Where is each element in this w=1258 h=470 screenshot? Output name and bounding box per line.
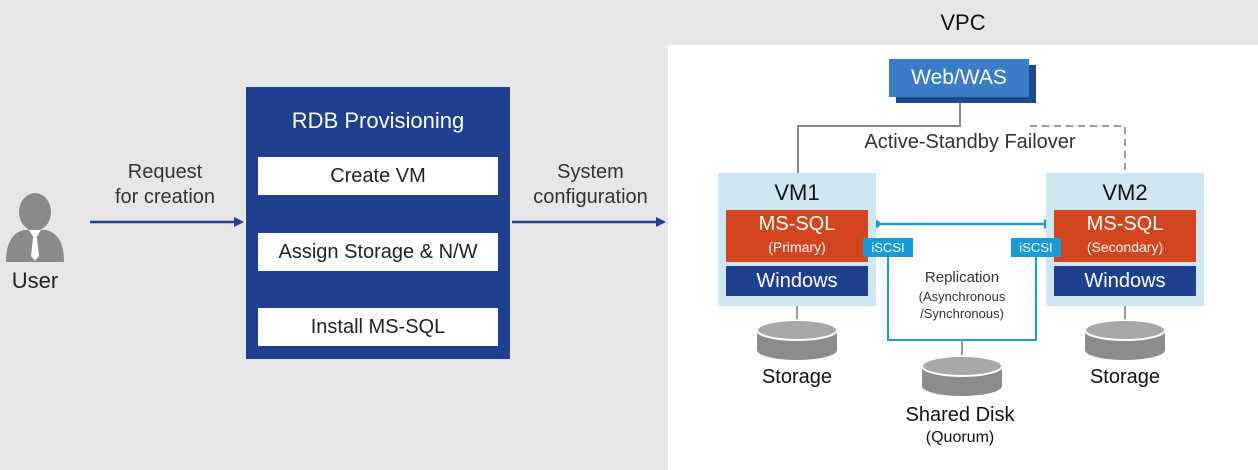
vpc-title: VPC [940, 10, 986, 35]
standby-link [1030, 125, 1126, 173]
storage-disk-vm1 [756, 319, 838, 360]
rdb-title: RDB Provisioning [291, 108, 465, 133]
vm2-mssql-box: MS-SQL (Secondary) [1054, 210, 1196, 262]
vm1-mssql-label: MS-SQL [758, 213, 836, 235]
user-icon [6, 193, 64, 262]
replication-label: Replication (Asynchronous /Synchronous) [918, 269, 1006, 321]
user-label: User [11, 268, 59, 293]
step-install-mssql: Install MS-SQL [258, 308, 498, 346]
active-link [797, 97, 961, 173]
vm1-windows: Windows [726, 266, 868, 296]
vm1-title: VM1 [774, 180, 820, 205]
vm1-mssql-box: MS-SQL (Primary) [726, 210, 868, 262]
step-assign-storage: Assign Storage & N/W [258, 233, 498, 271]
storage-disk-vm2 [1084, 319, 1166, 360]
shared-disk-icon [921, 355, 1003, 396]
vm1-iscsi-badge: iSCSI [863, 238, 913, 257]
vm1-storage-label: Storage [761, 366, 833, 388]
step-create-vm: Create VM [258, 157, 498, 195]
system-config-label: System configuration [533, 161, 648, 208]
failover-label: Active-Standby Failover [820, 131, 1120, 154]
vm2-windows: Windows [1054, 266, 1196, 296]
vm2-mssql-label: MS-SQL [1086, 213, 1164, 235]
request-label: Request for creation [114, 161, 216, 208]
vm2-storage-label: Storage [1089, 366, 1161, 388]
shared-disk-label: Shared Disk (Quorum) [905, 404, 1015, 446]
web-was-box: Web/WAS [889, 59, 1029, 97]
vm2-iscsi-badge: iSCSI [1011, 238, 1061, 257]
vm1-role-label: (Primary) [768, 239, 826, 255]
vm2-title: VM2 [1102, 180, 1148, 205]
vm2-role-label: (Secondary) [1086, 239, 1164, 255]
